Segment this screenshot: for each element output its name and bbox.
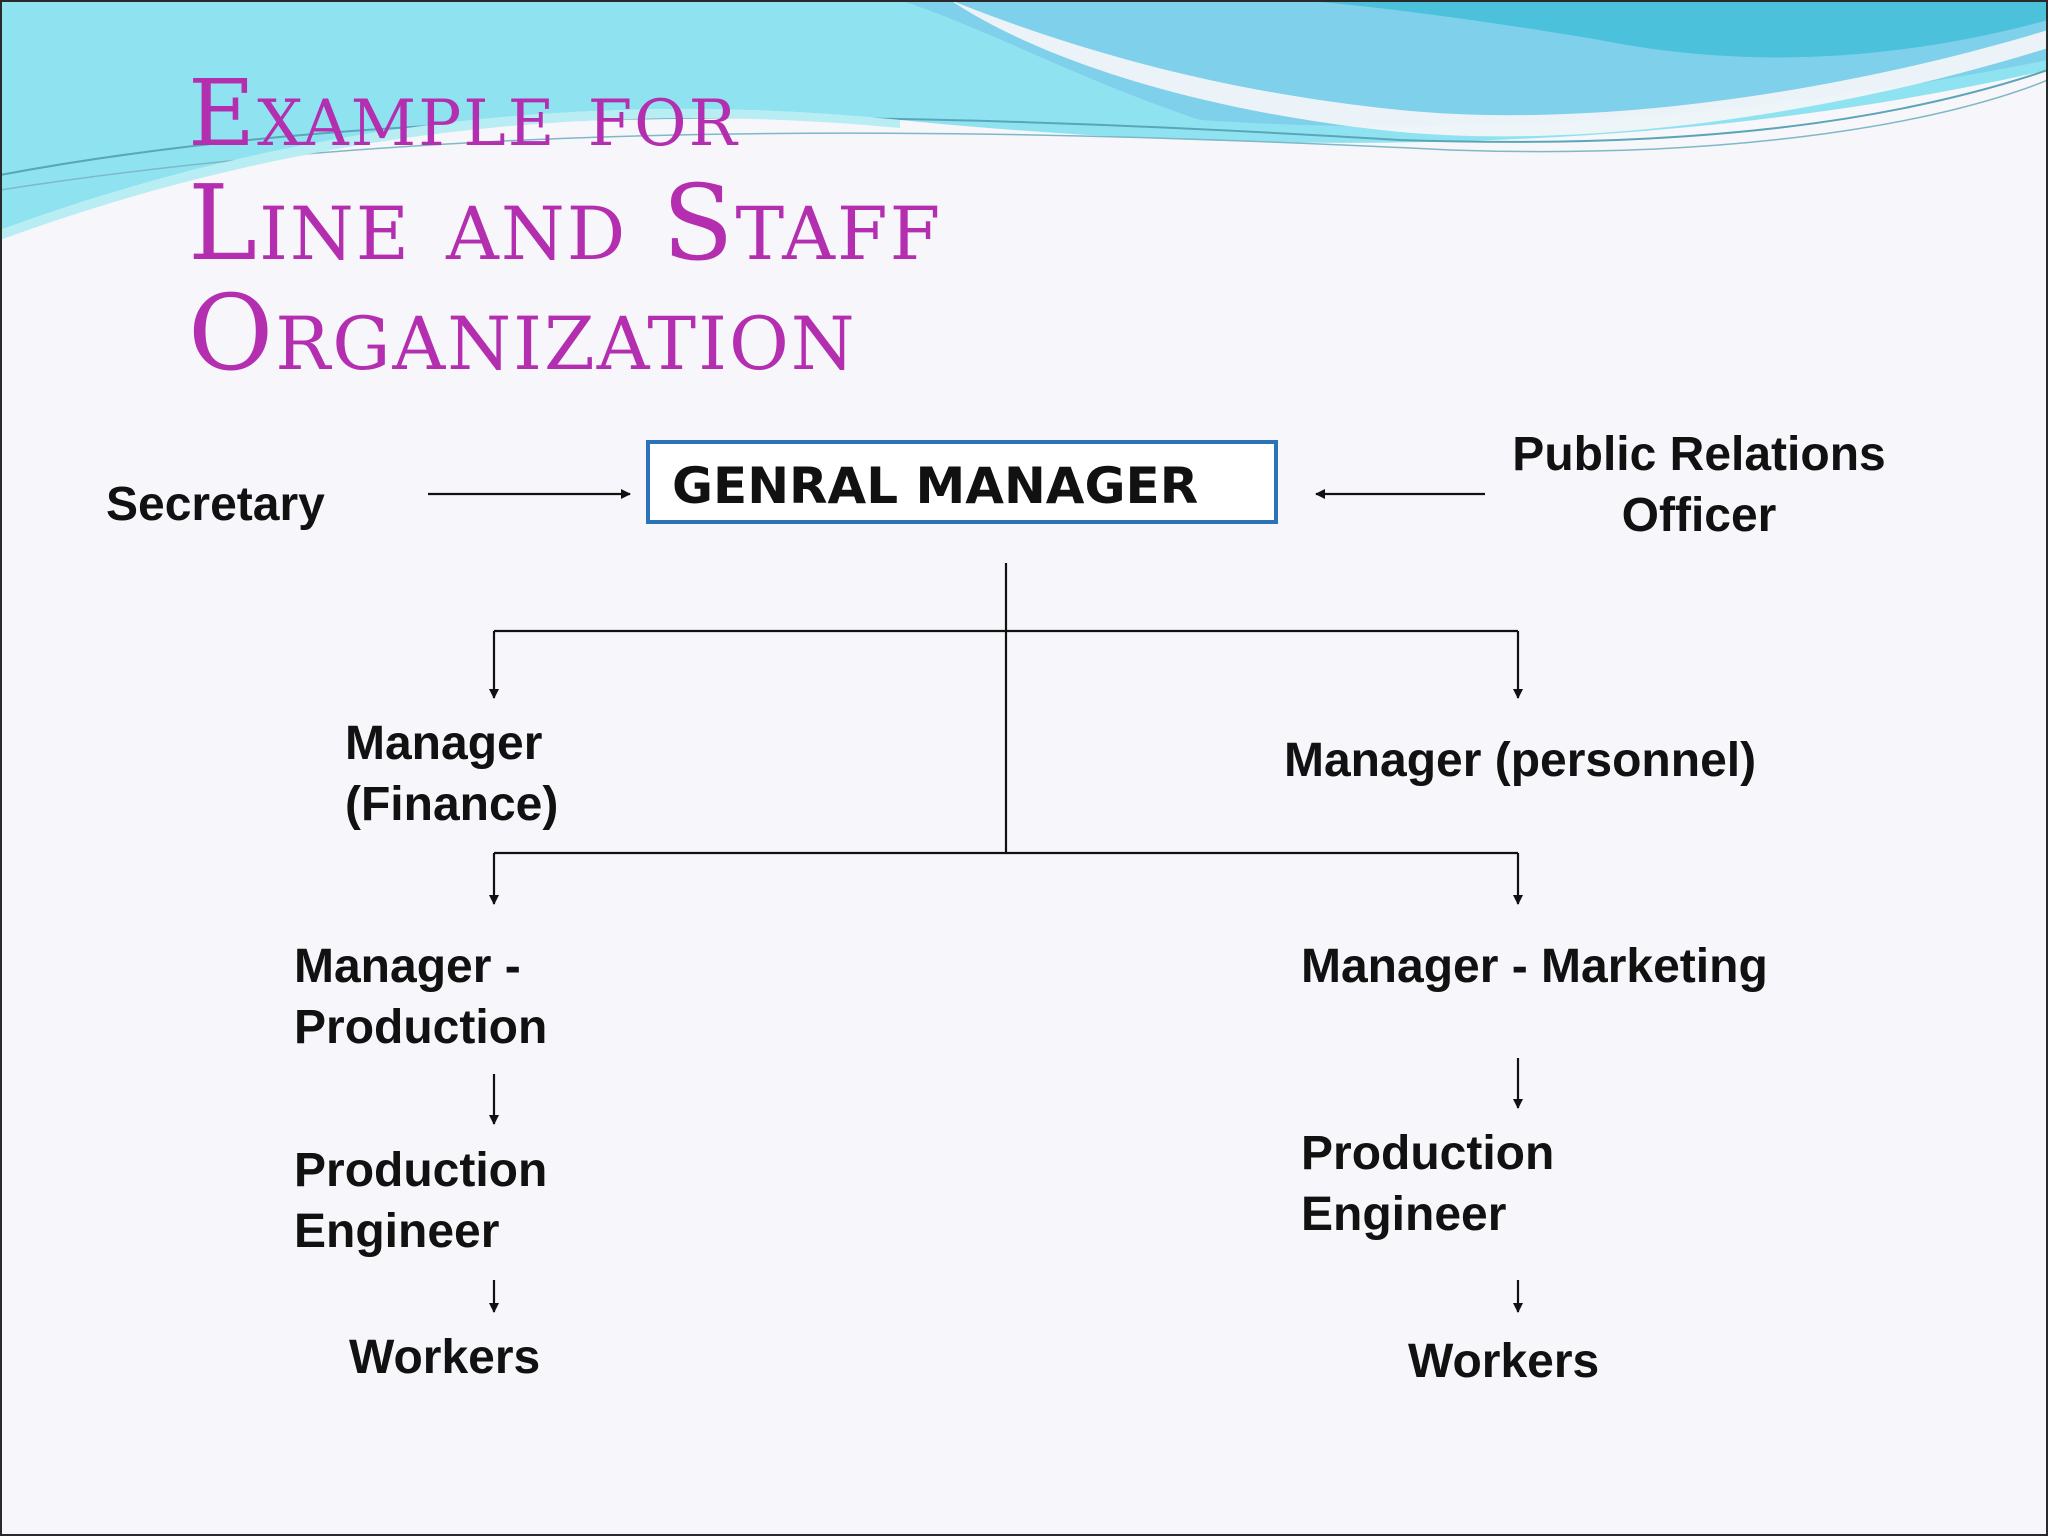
wave-line-1 — [0, 69, 2048, 176]
public-relations-officer-node: Public Relations Officer — [1498, 424, 1900, 546]
manager-production-line-2: Production — [294, 1001, 548, 1054]
manager-finance-line-1: Manager — [345, 717, 543, 770]
manager-finance-line-2: (Finance) — [345, 778, 559, 831]
manager-personnel-label: Manager (personnel) — [1284, 734, 1757, 787]
wave-front — [1300, 0, 2048, 58]
general-manager-box: GENRAL MANAGER — [646, 440, 1278, 524]
manager-marketing-label: Manager - Marketing — [1301, 940, 1768, 993]
left-workers-node: Workers — [349, 1327, 540, 1388]
wave-line-2 — [0, 79, 2048, 191]
right-workers-label: Workers — [1408, 1335, 1600, 1388]
pro-label-line-2: Officer — [1621, 489, 1777, 542]
slide-title-line-2: Line and Staff — [188, 162, 943, 284]
left-engineer-line-2: Engineer — [294, 1205, 500, 1258]
manager-production-line-1: Manager - — [294, 940, 521, 993]
pro-label-line-1: Public Relations — [1512, 428, 1886, 481]
right-engineer-line-2: Engineer — [1301, 1188, 1507, 1241]
manager-personnel-node: Manager (personnel) — [1284, 730, 1756, 791]
left-engineer-line-1: Production — [294, 1144, 548, 1197]
secretary-node: Secretary — [106, 474, 325, 535]
wave-white-curve — [950, 0, 2048, 137]
left-workers-label: Workers — [349, 1331, 541, 1384]
manager-finance-node: Manager (Finance) — [345, 713, 558, 835]
left-production-engineer-node: Production Engineer — [294, 1140, 547, 1262]
manager-production-node: Manager - Production — [294, 936, 547, 1058]
right-engineer-line-1: Production — [1301, 1127, 1555, 1180]
slide-title-line-1: Example for — [188, 60, 739, 167]
manager-marketing-node: Manager - Marketing — [1301, 936, 1768, 997]
slide-title-line-3: Organization — [188, 272, 857, 394]
right-workers-node: Workers — [1408, 1331, 1599, 1392]
wave-lower — [0, 109, 900, 240]
secretary-label: Secretary — [106, 478, 325, 531]
wave-header-decoration — [0, 0, 2048, 240]
general-manager-label: GENRAL MANAGER — [672, 457, 1199, 515]
right-production-engineer-node: Production Engineer — [1301, 1123, 1554, 1245]
